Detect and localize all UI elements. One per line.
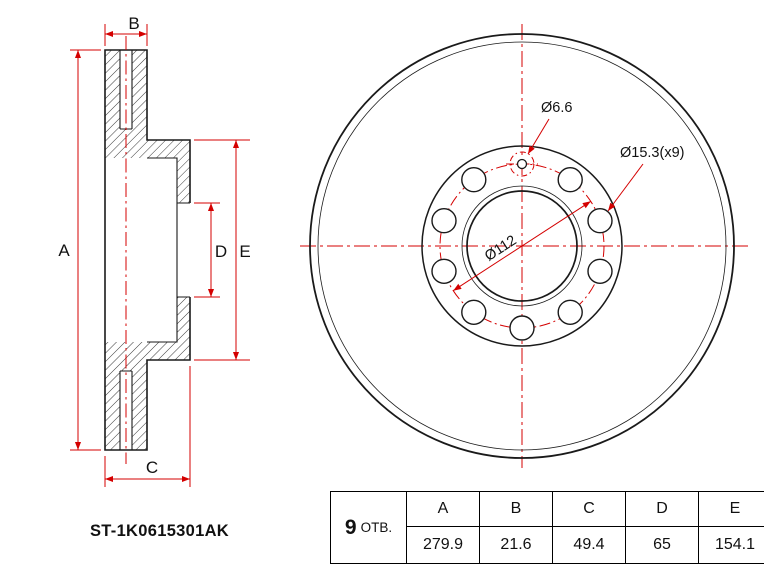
section-material [177,158,190,203]
bolt-hole [431,258,457,284]
bore-edges [177,202,190,298]
section-material [132,371,147,450]
holes-count: 9 [344,515,357,539]
holes-count-cell: 9 ОТВ. [331,492,406,563]
bolt-hole [431,207,457,234]
locating-hole-circle [516,158,528,170]
table-header-D: D [625,492,698,526]
section-material [147,342,190,360]
leader-small-hole [527,118,550,155]
bolt-hole [509,315,535,341]
section-material [147,140,190,158]
section-material [105,50,120,129]
table-value-E: 154.1 [698,526,764,563]
dimension-B [104,24,148,46]
front-view: Ø6.6 Ø15.3(x9) Ø112 [300,24,748,468]
table-value-C: 49.4 [552,526,625,563]
label-A: A [58,241,70,260]
table-value-B: 21.6 [479,526,552,563]
section-view: A B C D [58,14,251,487]
section-material [132,50,147,129]
dimension-E [194,139,250,361]
front-centerlines [300,24,748,468]
table-header-A: A [406,492,479,526]
vent-slot-bottom [119,370,133,450]
bolt-hole [587,207,613,234]
part-number: ST-1K0615301AK [90,522,230,540]
bolt-holes [431,166,613,341]
dimension-D [194,202,220,298]
locating-hole-ref-circle [509,151,535,177]
dimension-table: 9 ОТВ. A B C D E 279.9 21.6 49.4 65 154.… [330,491,764,564]
table-value-A: 279.9 [406,526,479,563]
dimension-A [70,49,101,451]
leader-bolt-hole [607,163,644,212]
locating-hole [506,151,538,177]
label-D: D [215,242,227,261]
label-C: C [146,458,158,477]
bolt-hole [587,258,613,284]
bolt-hole [461,166,487,193]
table-header-C: C [552,492,625,526]
dimension-C [104,366,191,487]
bolt-hole [557,299,583,325]
label-small-hole-dia: Ø6.6 [541,100,572,116]
dimension-bolt-circle [452,200,592,292]
section-material [105,371,120,450]
table-header-E: E [698,492,764,526]
hat-interior-edge [147,157,178,343]
table-header-B: B [479,492,552,526]
bolt-hole [461,299,487,325]
bolt-hole [557,166,583,193]
outer-chamfer-circle [317,41,727,451]
section-material [177,297,190,342]
table-value-D: 65 [625,526,698,563]
hat-circle [421,145,623,347]
label-B: B [128,14,139,33]
label-E: E [239,242,250,261]
label-bolt-hole-dia: Ø15.3(x9) [620,145,684,161]
holes-label: ОТВ. [360,520,393,535]
outer-diameter-circle [309,33,735,459]
disc-section-outline [104,49,191,451]
